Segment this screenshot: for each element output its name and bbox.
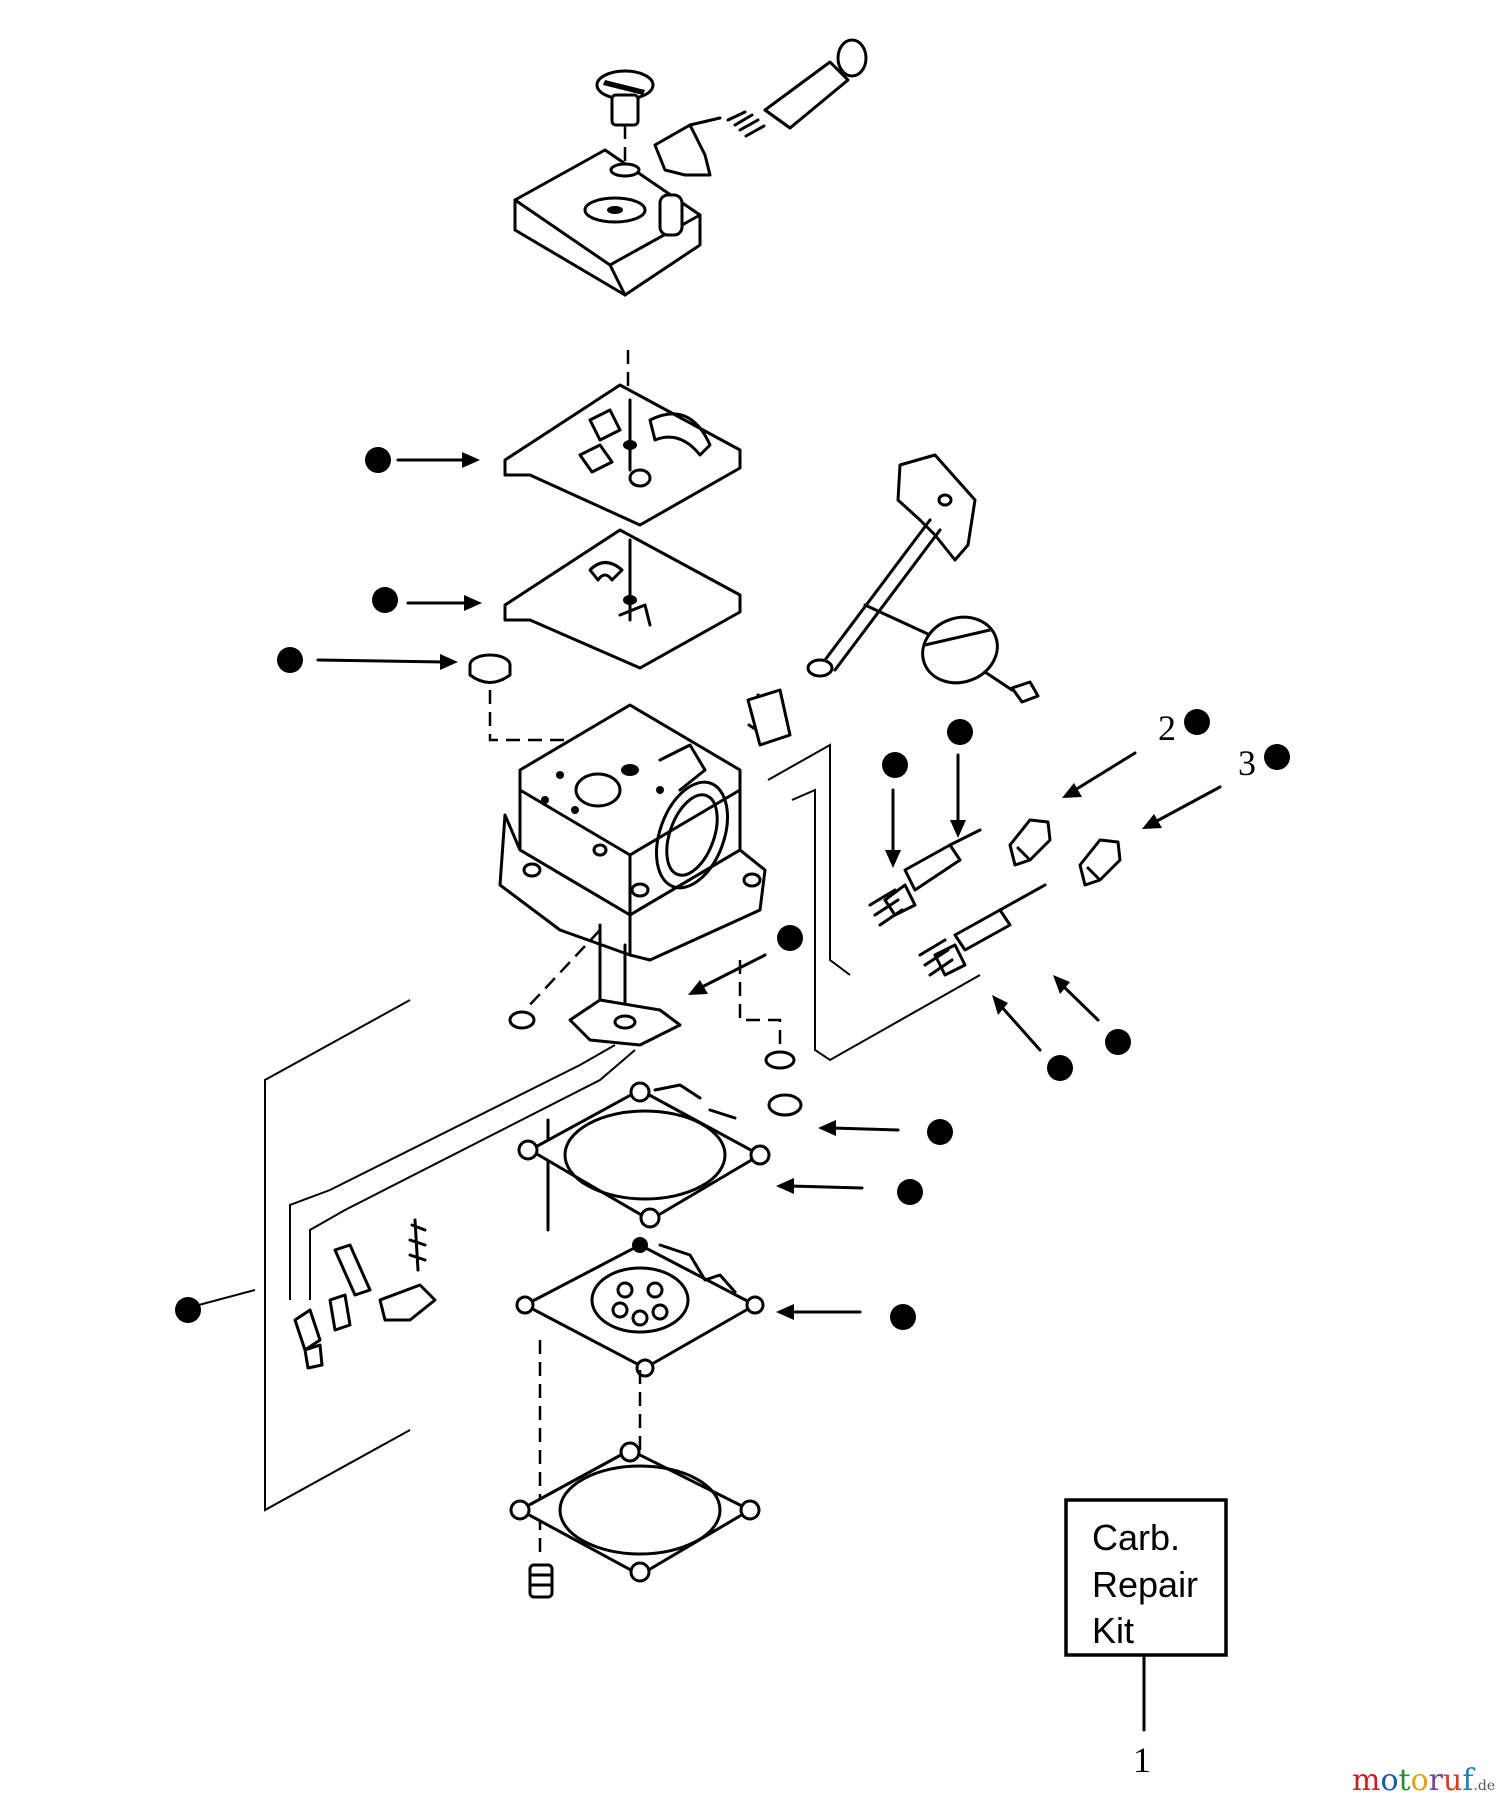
kit-dot [365,447,391,473]
kit-dot [890,1304,916,1330]
kit-dot [947,719,973,745]
kit-line-2: Repair [1092,1564,1198,1605]
ref-label-2: 2 [1158,708,1176,748]
pump-diaphragm [515,1237,765,1378]
kit-dot [1184,709,1210,735]
top-screw [595,69,655,178]
watermark-letter: u [1443,1763,1462,1798]
diaphragm-plate [503,528,742,670]
svg-text:motoruf.de: motoruf.de [1352,1763,1495,1798]
kit-dot [175,1297,201,1323]
guide-lines [179,743,981,1512]
watermark-letter: t [1399,1763,1411,1798]
watermark-letter: o [1411,1763,1429,1798]
kit-dot [897,1179,923,1205]
metering-gasket [503,383,742,527]
cover-screw [528,1563,554,1599]
pump-cover-gasket [509,1441,761,1583]
mixture-screws [764,818,1122,1117]
adjust-needle [653,38,868,177]
kit-dot [927,1119,953,1145]
pump-gasket [517,1081,771,1229]
kit-dot [372,587,398,613]
repair-kit-box: Carb. Repair Kit 1 [1064,1498,1228,1780]
carburetor-body [498,703,767,1012]
kit-markers [175,447,1290,1330]
kit-dot [1105,1029,1131,1055]
pump-parts [293,998,682,1370]
kit-dot [1264,744,1290,770]
ref-label-3: 3 [1238,743,1256,783]
watermark-letter: m [1352,1763,1380,1798]
kit-dot [1047,1055,1073,1081]
kit-line-1: Carb. [1092,1517,1180,1558]
watermark-letter: r [1429,1763,1444,1798]
kit-dot [277,647,303,673]
kit-dot [882,752,908,778]
watermark-suffix: .de [1473,1778,1495,1794]
watermark-logo: motoruf.de [1352,1763,1495,1798]
ref-label-1: 1 [1133,1740,1151,1780]
inlet-plug [468,653,592,760]
throttle-shaft [746,453,1040,747]
kit-line-3: Kit [1092,1610,1134,1651]
watermark-letter: o [1380,1763,1398,1798]
watermark-letter: f [1462,1763,1475,1798]
kit-dot [777,925,803,951]
top-cover [513,148,702,297]
